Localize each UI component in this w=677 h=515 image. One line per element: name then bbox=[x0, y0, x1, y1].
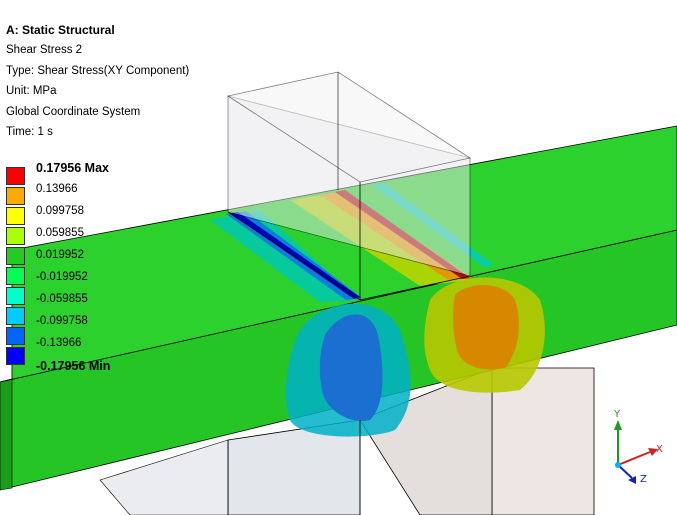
triad-origin bbox=[615, 462, 621, 468]
top-contour-left-darkblue bbox=[230, 212, 360, 299]
triad-z-arrow bbox=[628, 476, 636, 484]
upper-box-top bbox=[226, 71, 472, 183]
triad-z-axis bbox=[617, 464, 633, 479]
result-unit: Unit: MPa bbox=[6, 85, 57, 98]
legend-swatch bbox=[6, 347, 25, 365]
legend-swatch bbox=[6, 307, 25, 325]
coordinate-triad[interactable]: Y X Z bbox=[613, 409, 663, 485]
triad-z-label: Z bbox=[640, 474, 647, 485]
triad-y-arrow bbox=[614, 420, 622, 430]
legend-label: -0.099758 bbox=[36, 315, 88, 327]
result-info-panel: A: Static Structural Shear Stress 2 Type… bbox=[6, 20, 189, 142]
beam-ridge-edge-2 bbox=[359, 275, 471, 301]
coordinate-system: Global Coordinate System bbox=[6, 105, 141, 118]
legend-label: -0.13966 bbox=[36, 337, 82, 349]
triad-x-arrow bbox=[648, 448, 658, 456]
lower-left-box-bottom bbox=[99, 439, 229, 515]
analysis-title: A: Static Structural bbox=[6, 23, 115, 37]
legend-label: 0.13966 bbox=[36, 183, 78, 195]
result-time: Time: 1 s bbox=[6, 126, 53, 139]
result-type: Type: Shear Stress(XY Component) bbox=[6, 64, 190, 77]
front-contour-left-blue bbox=[319, 314, 383, 421]
legend-swatch bbox=[6, 227, 25, 245]
legend-swatch bbox=[6, 167, 25, 185]
legend-label: 0.019952 bbox=[36, 249, 84, 261]
legend-swatch bbox=[6, 247, 25, 265]
legend-swatch bbox=[6, 267, 25, 285]
triad-y-label: Y bbox=[613, 409, 621, 420]
triad-x-axis bbox=[617, 451, 651, 466]
legend-swatch bbox=[6, 187, 25, 205]
legend-swatch bbox=[6, 207, 25, 225]
front-contour-right-orange bbox=[452, 284, 519, 370]
beam-end-face bbox=[0, 378, 13, 491]
legend-label: 0.17956 Max bbox=[36, 161, 109, 175]
result-name: Shear Stress 2 bbox=[6, 44, 83, 57]
legend-label: 0.099758 bbox=[36, 205, 84, 217]
beam-ridge-edge bbox=[227, 211, 361, 301]
legend-swatch bbox=[6, 327, 25, 345]
legend-label: -0.059855 bbox=[36, 293, 88, 305]
legend-label: -0.019952 bbox=[36, 271, 88, 283]
legend-swatch bbox=[6, 287, 25, 305]
triad-x-label: X bbox=[656, 444, 663, 455]
legend-label: 0.059855 bbox=[36, 227, 84, 239]
legend-label: -0.17956 Min bbox=[36, 359, 111, 373]
